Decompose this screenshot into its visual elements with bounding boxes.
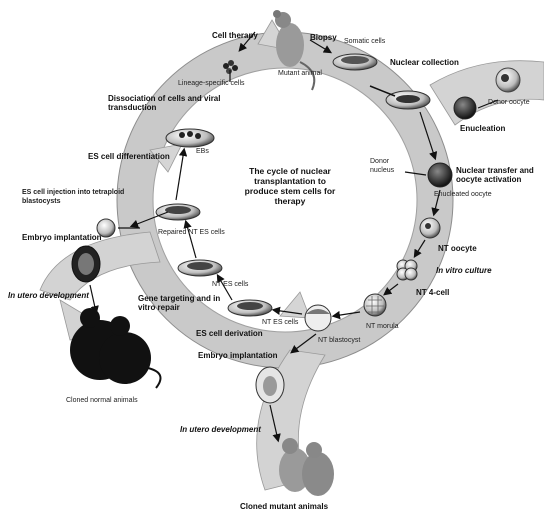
- label-nt-es-cells-a: NT ES cells: [212, 280, 248, 289]
- label-somatic-cells: Somatic cells: [344, 37, 385, 46]
- label-nuclear-transfer: Nuclear transfer and oocyte activation: [456, 166, 544, 184]
- center-title: The cycle of nuclear transplantation to …: [240, 166, 340, 206]
- somatic-cells-dish-icon: [333, 54, 377, 70]
- label-donor-nucleus: Donor nucleus: [370, 157, 410, 175]
- nt-oocyte-icon: [420, 218, 440, 238]
- label-enucleation: Enucleation: [460, 124, 505, 133]
- nt-es-cells-dish2-icon: [178, 260, 222, 276]
- label-es-differentiation: ES cell differentiation: [88, 152, 170, 161]
- cloned-normal-animals-icon: [70, 308, 161, 388]
- label-biopsy: Biopsy: [310, 33, 337, 42]
- enucleation-branch: [430, 61, 544, 125]
- repaired-es-dish-icon: [156, 204, 200, 220]
- nt-es-cells-dish-icon: [228, 300, 272, 316]
- nt-blastocyst-icon: [305, 305, 331, 331]
- label-repaired-nt-es: Repaired NT ES cells: [158, 228, 225, 237]
- label-embryo-implantation-left: Embryo implantation: [22, 233, 102, 242]
- label-es-injection: ES cell injection into tetraploid blasto…: [22, 188, 134, 206]
- embryo-left-icon: [72, 246, 100, 282]
- label-in-utero-left: In utero development: [8, 291, 89, 300]
- nt-morula-icon: [364, 294, 386, 316]
- embryo-bottom-icon: [256, 367, 284, 403]
- label-in-vitro-culture: In vitro culture: [436, 266, 492, 275]
- label-cloned-mutant: Cloned mutant animals: [240, 502, 328, 511]
- label-nt-es-cells-b: NT ES cells: [262, 318, 298, 327]
- label-nuclear-collection: Nuclear collection: [390, 58, 459, 67]
- label-dissociation: Dissociation of cells and viral transduc…: [108, 94, 228, 112]
- label-in-utero-bottom: In utero development: [180, 425, 261, 434]
- ebs-dish-icon: [166, 129, 214, 147]
- cloned-mutant-animals-icon: [279, 438, 334, 496]
- label-nt-4cell: NT 4-cell: [416, 288, 449, 297]
- label-gene-targeting: Gene targeting and in vitro repair: [138, 294, 230, 312]
- nt-4cell-icon: [397, 260, 417, 280]
- label-cloned-normal: Cloned normal animals: [66, 396, 138, 405]
- label-embryo-implantation-bottom: Embryo implantation: [198, 351, 278, 360]
- label-nt-morula: NT morula: [366, 322, 399, 331]
- label-lineage-specific-cells: Lineage-specific cells: [178, 79, 245, 88]
- label-nt-blastocyst: NT blastocyst: [318, 336, 360, 345]
- label-cell-therapy: Cell therapy: [212, 31, 258, 40]
- label-es-derivation: ES cell derivation: [196, 329, 263, 338]
- label-nt-oocyte: NT oocyte: [438, 244, 477, 253]
- label-mutant-animal: Mutant animal: [278, 69, 322, 78]
- label-ebs: EBs: [196, 147, 209, 156]
- label-enucleated-oocyte: Enucleated oocyte: [434, 190, 492, 199]
- donor-oocyte-icon: [496, 68, 520, 92]
- label-donor-oocyte: Donor oocyte: [488, 98, 530, 107]
